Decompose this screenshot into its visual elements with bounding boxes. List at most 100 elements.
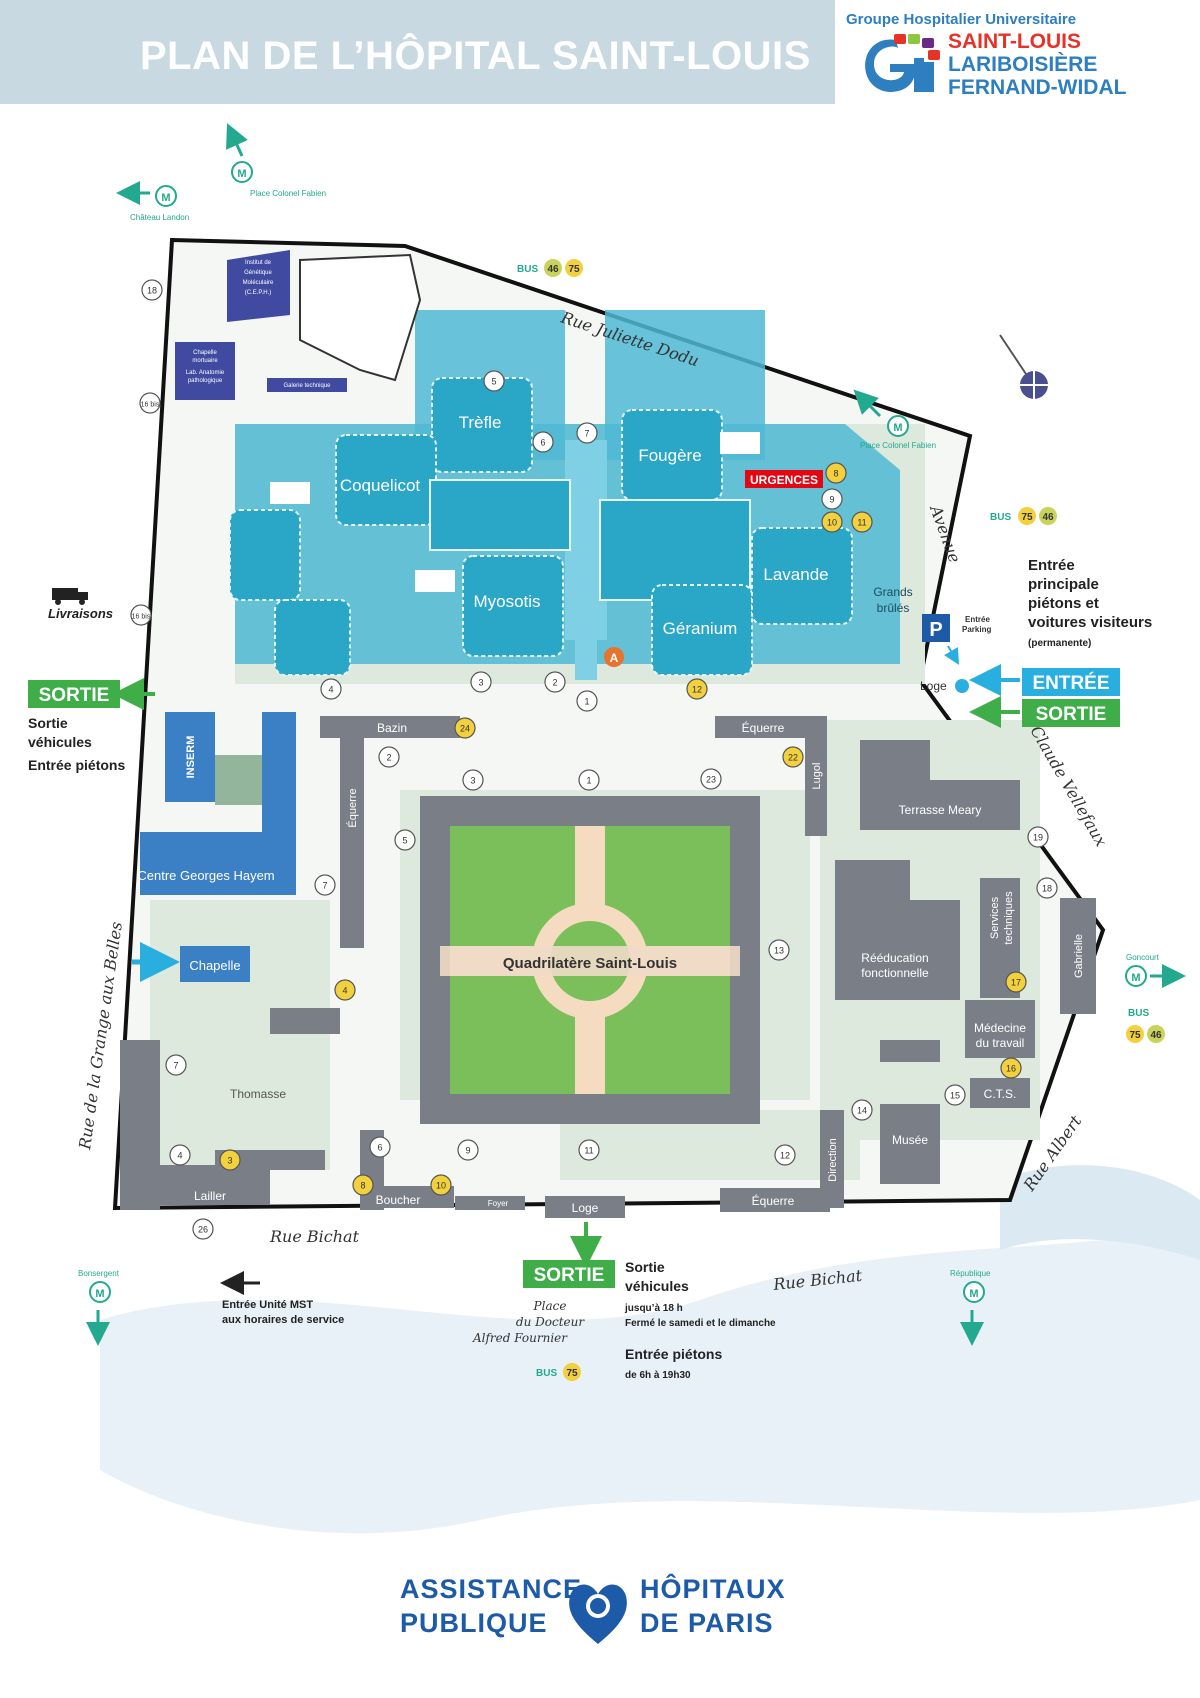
label-grands-brules-1: Grands — [873, 585, 912, 599]
aphp-right-2: DE PARIS — [640, 1608, 774, 1638]
label-sortie-bottom: SORTIE — [534, 1265, 605, 1286]
building-terrasse — [860, 740, 1020, 830]
entree-pietons-bottom: Entrée piétons — [625, 1346, 722, 1362]
entree-main-permanente: (permanente) — [1028, 638, 1091, 649]
label-quadrilatere: Quadrilatère Saint-Louis — [503, 955, 677, 972]
label-lailler: Lailler — [194, 1189, 226, 1203]
metro-symbol-4: M — [1131, 972, 1140, 984]
entrance-marker-label: 26 — [198, 1225, 208, 1235]
logo-dot-red-2 — [928, 50, 940, 60]
label-geranium: Géranium — [663, 619, 738, 638]
entrance-marker-label: 7 — [322, 881, 327, 891]
entrance-marker-label: 14 — [857, 1106, 867, 1116]
label-medecine-2: du travail — [976, 1036, 1025, 1050]
label-chap-mort-4: pathologique — [188, 378, 223, 384]
entrance-marker — [430, 1174, 452, 1196]
entrance-marker-label: 10 — [436, 1181, 446, 1191]
quad-label-band — [440, 946, 740, 976]
label-equerre-left: Équerre — [346, 788, 359, 827]
entrance-marker — [378, 746, 400, 768]
sortie-left-text-2: véhicules — [28, 734, 92, 750]
metro-goncourt: M Goncourt — [1125, 953, 1186, 988]
bus-num-right-2: 46 — [1042, 512, 1054, 523]
label-livraisons: Livraisons — [48, 606, 113, 621]
logo-dot-red — [894, 34, 906, 44]
entrance-marker-label: 8 — [360, 1181, 365, 1191]
aphp-heart-icon — [569, 1584, 627, 1644]
pavilion-geranium — [651, 584, 753, 676]
label-reeducation-2: fonctionnelle — [861, 966, 929, 980]
logo-line-1: SAINT-LOUIS — [948, 30, 1081, 53]
label-myosotis: Myosotis — [473, 592, 540, 611]
entrance-marker-label: 5 — [491, 377, 496, 387]
label-lavande: Lavande — [763, 565, 828, 584]
entrance-marker — [483, 370, 505, 392]
label-cts: C.T.S. — [984, 1087, 1017, 1101]
logo-group-text: Groupe Hospitalier Universitaire — [846, 11, 1076, 28]
entrance-marker — [1027, 826, 1049, 848]
sortie-right-badge — [1022, 699, 1120, 727]
aphp-right-1: HÔPITAUX — [640, 1574, 786, 1604]
sortie-left-text-3: Entrée piétons — [28, 757, 125, 773]
bus-marker-top-1 — [544, 259, 562, 277]
hours-veh-1: jusqu’à 18 h — [624, 1303, 683, 1314]
bus-num-bottom: 75 — [566, 1368, 578, 1379]
label-direction: Direction — [827, 1138, 839, 1181]
label-equerre-bottom: Équerre — [752, 1193, 795, 1208]
bus-label-top: BUS — [517, 264, 538, 275]
label-foyer: Foyer — [488, 1199, 509, 1208]
bus-marker-rl-1 — [1126, 1025, 1144, 1043]
label-loge-right: Loge — [920, 679, 947, 693]
label-institut-4: (C.E.P.H.) — [245, 290, 272, 296]
building-institut — [227, 250, 290, 322]
label-sortie-left: SORTIE — [39, 685, 110, 706]
label-institut-3: Moléculaire — [243, 280, 274, 286]
entrance-marker — [782, 746, 804, 768]
label-terrasse: Terrasse Meary — [899, 803, 982, 817]
entrance-marker-label: 17 — [1011, 978, 1021, 988]
mst-text-1: Entrée Unité MST — [222, 1299, 313, 1311]
pavilion-mid-east — [599, 499, 751, 601]
entree-main-4: voitures visiteurs — [1028, 614, 1152, 631]
entrance-marker — [774, 1144, 796, 1166]
entrance-marker — [576, 422, 598, 444]
metro-chateau-landon: M Château Landon — [116, 181, 189, 222]
metro-republique: M République — [950, 1269, 991, 1346]
building-equerre-top — [715, 716, 810, 738]
entrance-marker — [825, 462, 847, 484]
bus-num-right-1: 75 — [1021, 512, 1033, 523]
entrance-marker — [821, 511, 843, 533]
entrance-marker — [576, 690, 598, 712]
corridor-stub — [575, 640, 597, 680]
entrance-marker-label: 13 — [774, 946, 784, 956]
hours-veh-2: Fermé le samedi et le dimanche — [625, 1318, 776, 1329]
label-hayem: Centre Georges Hayem — [137, 868, 274, 883]
entree-main-3: piétons et — [1028, 595, 1099, 612]
label-chap-mort-1: Chapelle — [193, 350, 217, 356]
entrance-marker — [320, 678, 342, 700]
background-swoosh-2 — [1000, 1165, 1200, 1260]
label-a: A — [610, 651, 619, 665]
metro-label-chateau-landon: Château Landon — [130, 213, 189, 222]
entrance-marker-label: 12 — [780, 1151, 790, 1161]
entrance-marker-label: 18 — [147, 286, 157, 296]
bus-num-top-2: 75 — [568, 264, 580, 275]
entrance-marker — [314, 874, 336, 896]
building-lugol — [805, 716, 827, 836]
bus-label-right: BUS — [990, 512, 1011, 523]
entrance-marker-label: 4 — [342, 986, 347, 996]
entrance-marker-label: 7 — [173, 1061, 178, 1071]
entrance-marker — [532, 431, 554, 453]
aphp-logo: ASSISTANCE PUBLIQUE HÔPITAUX DE PARIS — [400, 1568, 820, 1658]
entrance-marker-label: 1 — [586, 776, 591, 786]
metro-colonel-fabien-top: M Place Colonel Fabien — [226, 123, 326, 198]
aphp-left-2: PUBLIQUE — [400, 1608, 548, 1638]
bus-marker-top-2 — [565, 259, 583, 277]
metro-symbol-6: M — [969, 1288, 978, 1300]
label-trefle: Trèfle — [459, 413, 502, 432]
label-musee: Musée — [892, 1133, 928, 1147]
ghu-logo-graphic: Groupe Hospitalier Universitaire SAINT-L… — [846, 11, 1127, 99]
building-thomasse-wing — [120, 1040, 160, 1210]
entrance-marker-label: 18 — [1042, 884, 1052, 894]
